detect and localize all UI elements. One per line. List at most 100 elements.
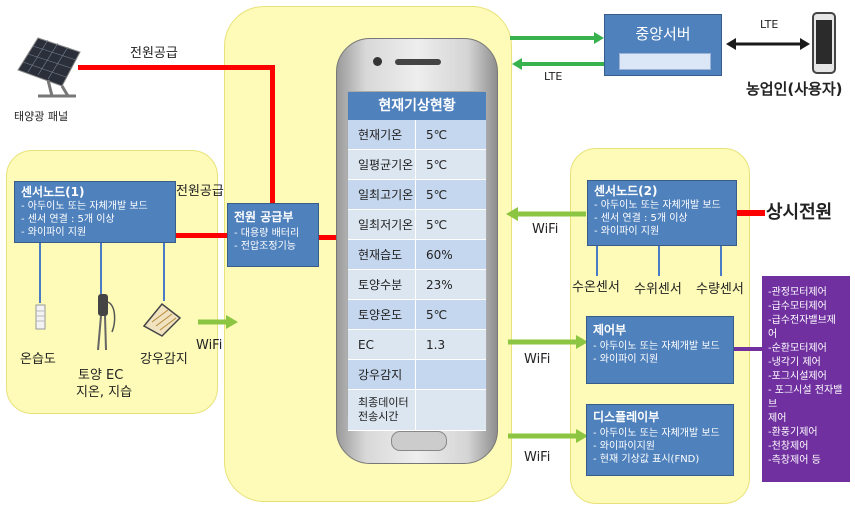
power-wire-phone bbox=[319, 235, 341, 240]
weather-row-value: 1.3 bbox=[415, 329, 486, 360]
sensor-node-1-line-2: - 센서 연결 : 5개 이상 bbox=[21, 214, 115, 225]
display-unit-box: 디스플레이부 - 아두이노 또는 자체개발 보드 - 와이파이지원 - 현재 기… bbox=[586, 404, 734, 476]
control-item: -포그시설제어 bbox=[768, 371, 827, 382]
sensor-node-1-line-3: - 와이파이 지원 bbox=[21, 227, 87, 238]
phone-camera bbox=[373, 57, 382, 66]
weather-row-label: EC bbox=[348, 329, 416, 360]
control-item: -순환모터제어 bbox=[768, 343, 827, 354]
weather-row: 강우감지 bbox=[348, 359, 486, 390]
central-server-box: 중앙서버 bbox=[604, 14, 722, 76]
display-unit-title: 디스플레이부 bbox=[593, 410, 660, 424]
sensor-wire-r2 bbox=[658, 246, 660, 276]
sensor-node-2-box: 센서노드(2) - 아두이노 또는 자체개발 보드 - 센서 연결 : 5개 이… bbox=[587, 180, 737, 246]
server-arrows bbox=[510, 32, 604, 70]
weather-row-label: 현재기온 bbox=[348, 120, 416, 150]
control-item: - 포그시설 전자밸브 bbox=[768, 385, 843, 410]
control-item: -관정모터제어 bbox=[768, 287, 827, 298]
farmer-label: 농업인(사용자) bbox=[746, 80, 843, 98]
central-server-inner bbox=[619, 53, 711, 70]
power-wire-solar-h bbox=[78, 65, 274, 70]
lte-left-label: LTE bbox=[544, 70, 563, 83]
wifi-left-label: WiFi bbox=[196, 338, 223, 353]
control-item: -냉각기 제어 bbox=[768, 357, 821, 368]
control-unit-box: 제어부 - 아두이노 또는 자체개발 보드 - 와이파이 지원 bbox=[586, 316, 734, 384]
sensor-wire-3 bbox=[163, 243, 165, 301]
rain-sensor-icon bbox=[142, 302, 182, 337]
weather-row-label: 일최고기온 bbox=[348, 179, 416, 210]
control-item: -환풍기제어 bbox=[768, 427, 818, 438]
smartphone-icon bbox=[812, 12, 836, 74]
control-unit-line-1: - 아두이노 또는 자체개발 보드 bbox=[593, 341, 720, 352]
control-unit-title: 제어부 bbox=[593, 323, 627, 337]
wifi-left-arrow bbox=[198, 315, 238, 329]
weather-row-value: 5℃ bbox=[415, 149, 486, 180]
wifi-right-label-1: WiFi bbox=[532, 222, 559, 237]
weather-row-label: 일최저기온 bbox=[348, 209, 416, 240]
display-unit-line-1: - 아두이노 또는 자체개발 보드 bbox=[593, 428, 720, 439]
power-unit-title: 전원 공급부 bbox=[234, 210, 294, 224]
weather-row-value: 5℃ bbox=[415, 120, 486, 150]
weather-row-value: 5℃ bbox=[415, 299, 486, 330]
power-unit-line-2: - 전압조정기능 bbox=[234, 241, 296, 252]
sensor-node-1-title: 센서노드(1) bbox=[21, 185, 85, 199]
sensor-node-1-line-1: - 아두이노 또는 자체개발 보드 bbox=[21, 201, 148, 212]
sensor-node-2-title: 센서노드(2) bbox=[594, 184, 658, 198]
sensor-wire-r1 bbox=[596, 246, 598, 276]
wifi-right-label-3: WiFi bbox=[524, 450, 551, 465]
wifi-right-arrow-3 bbox=[508, 429, 588, 443]
weather-row-value: 60% bbox=[415, 239, 486, 270]
soil-ec-label-1: 토양 EC bbox=[78, 368, 124, 383]
weather-row-label: 토양온도 bbox=[348, 299, 416, 330]
power-wire-always bbox=[737, 210, 765, 216]
sensor-wire-1 bbox=[39, 243, 41, 303]
display-unit-line-3: - 현재 기상값 표시(FND) bbox=[593, 454, 700, 465]
water-level-sensor-label: 수위센서 bbox=[634, 282, 682, 297]
sensor-node-2-line-2: - 센서 연결 : 5개 이상 bbox=[594, 213, 688, 224]
phone-speaker bbox=[395, 59, 441, 65]
phone-home-button[interactable] bbox=[391, 431, 447, 451]
rain-label: 강우감지 bbox=[140, 352, 188, 367]
control-item: -급수전자밸브제어 bbox=[768, 315, 837, 340]
control-unit-line-2: - 와이파이 지원 bbox=[593, 354, 659, 365]
power-wire-solar-v bbox=[270, 65, 275, 205]
water-temp-sensor-label: 수온센서 bbox=[572, 280, 620, 295]
display-unit-line-2: - 와이파이지원 bbox=[593, 441, 655, 452]
weather-row-label: 강우감지 bbox=[348, 359, 416, 390]
soil-ec-sensor-icon bbox=[97, 294, 116, 351]
weather-row-value bbox=[415, 389, 486, 431]
weather-row-label: 토양수분 bbox=[348, 269, 416, 300]
weather-row-value: 23% bbox=[415, 269, 486, 300]
solar-panel-icon bbox=[17, 37, 81, 98]
weather-title: 현재기상현황 bbox=[348, 92, 486, 120]
weather-row-value: 5℃ bbox=[415, 179, 486, 210]
wifi-right-label-2: WiFi bbox=[524, 352, 551, 367]
weather-row-label: 일평균기온 bbox=[348, 149, 416, 180]
control-item: -급수모터제어 bbox=[768, 301, 827, 312]
flow-sensor-label: 수량센서 bbox=[696, 282, 744, 297]
weather-row-value bbox=[415, 359, 486, 390]
control-item: -측창제어 등 bbox=[768, 455, 821, 466]
lte-right-label: LTE bbox=[760, 18, 779, 31]
always-power-label: 상시전원 bbox=[766, 202, 833, 223]
lte-arrow bbox=[726, 38, 810, 50]
control-link-line bbox=[734, 347, 762, 351]
solar-panel-label: 태양광 패널 bbox=[14, 110, 69, 123]
sensor-wire-r3 bbox=[720, 246, 722, 276]
weather-row: 최종데이터 전송시간 bbox=[348, 389, 486, 431]
thermo-hygro-label: 온습도 bbox=[20, 352, 56, 367]
wifi-right-arrow-1 bbox=[506, 207, 586, 221]
sensor-wire-2 bbox=[100, 243, 102, 295]
power-supply-top-label: 전원공급 bbox=[130, 46, 178, 61]
weather-row-label: 최종데이터 전송시간 bbox=[348, 389, 416, 431]
